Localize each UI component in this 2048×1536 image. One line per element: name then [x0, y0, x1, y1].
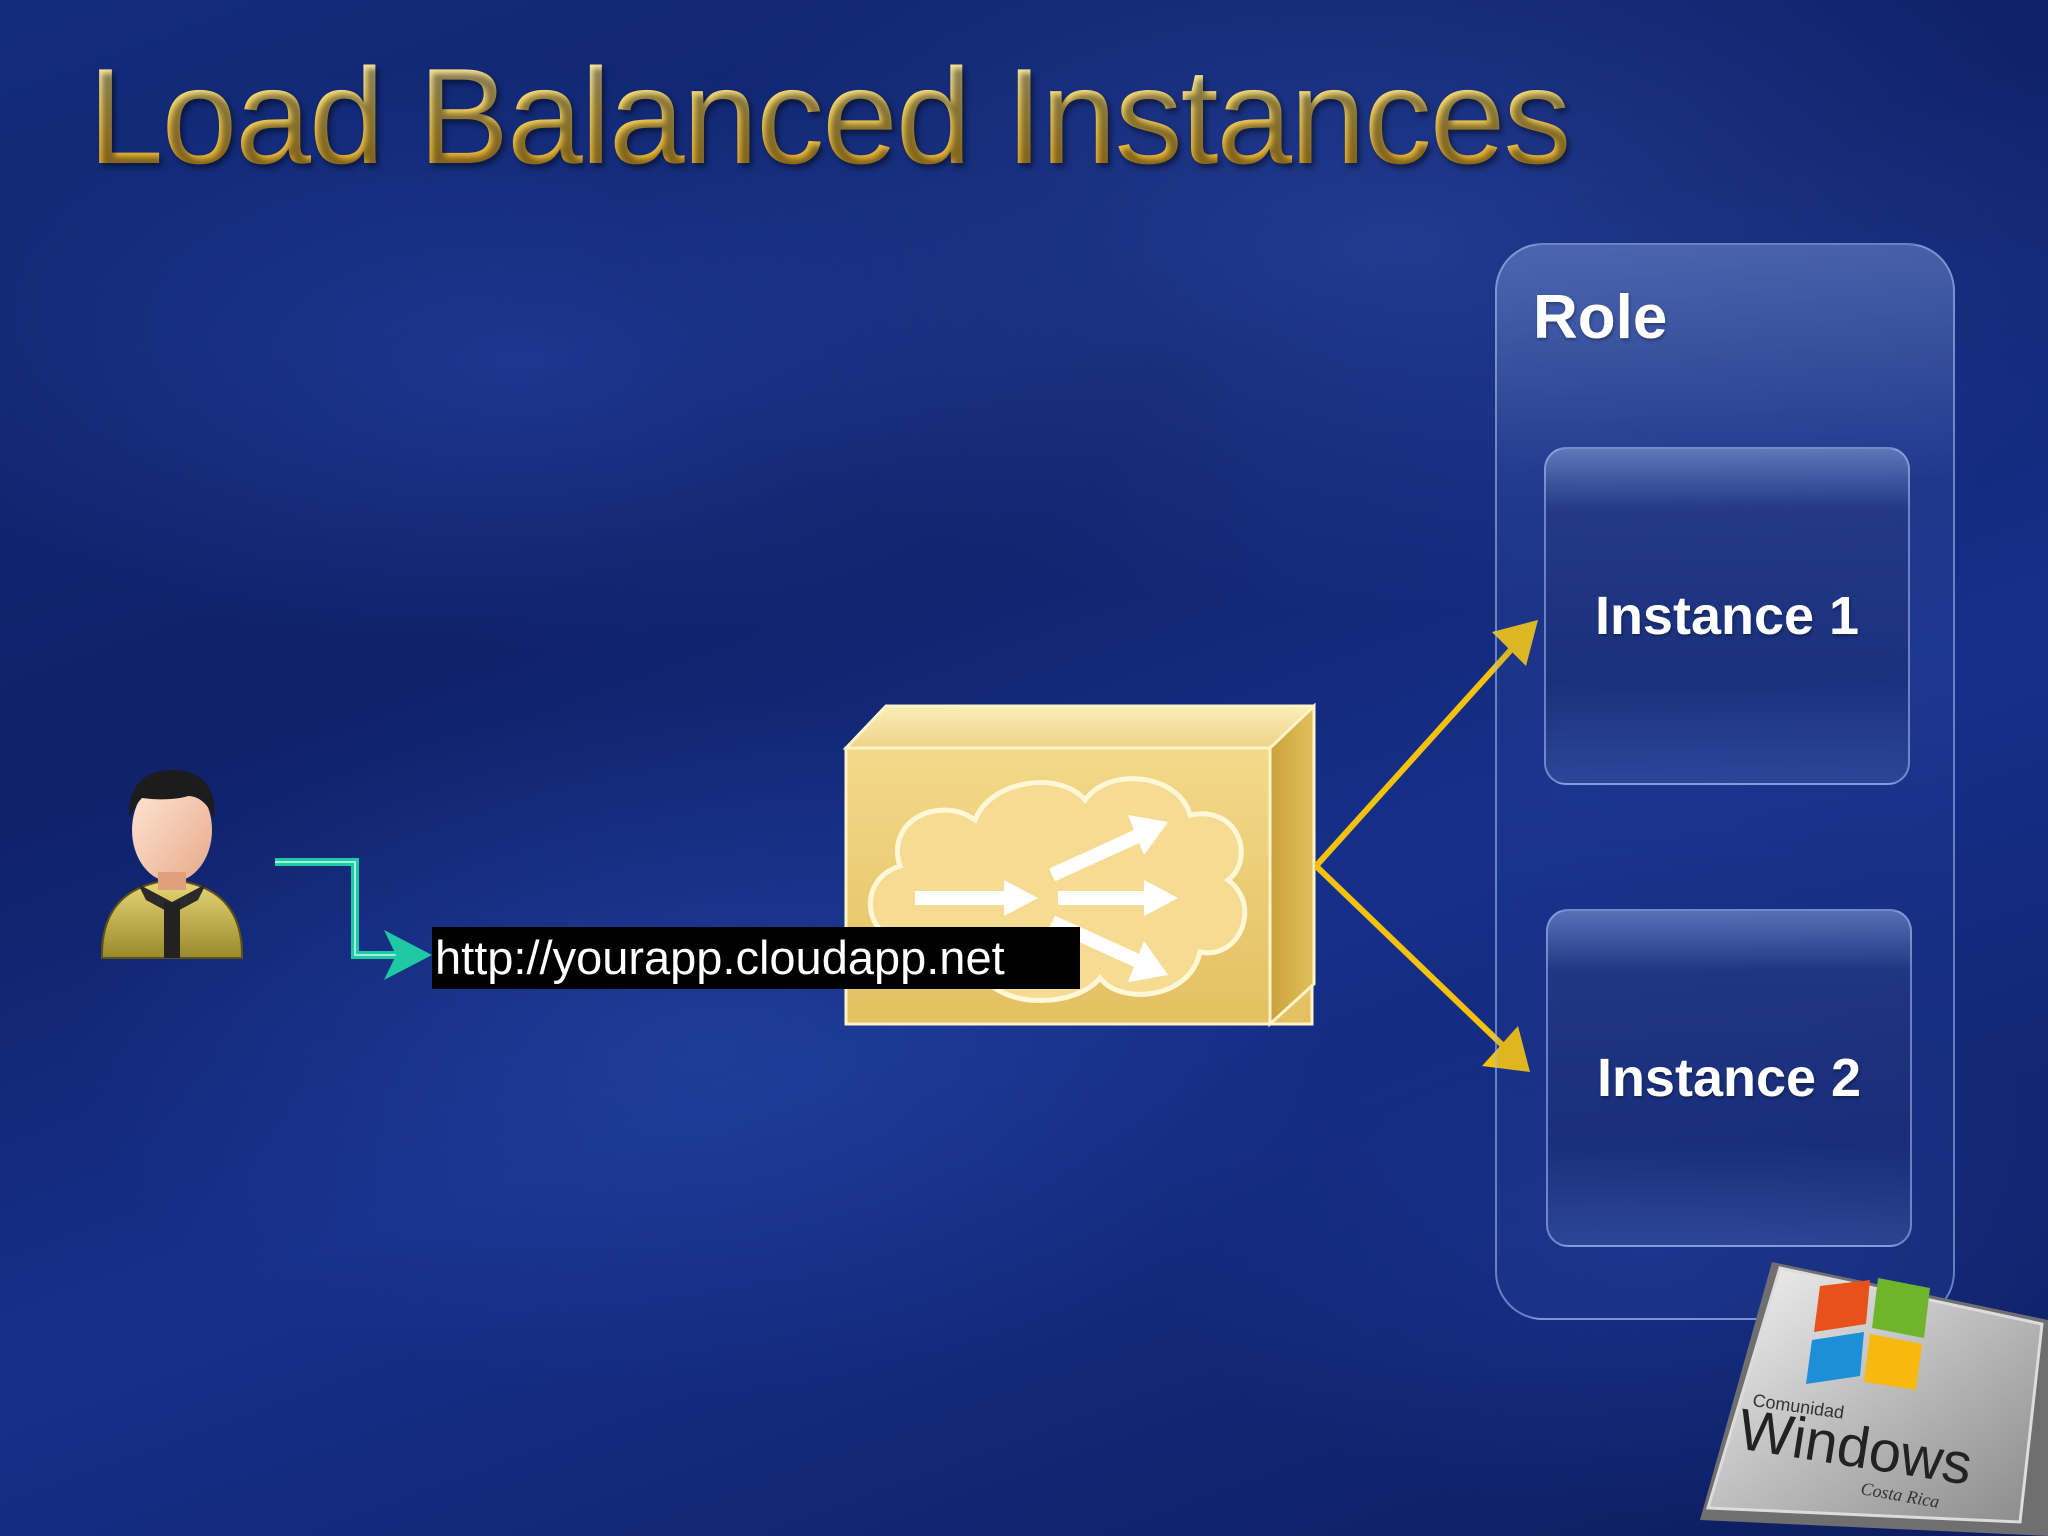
instance-label-1: Instance 1 [1594, 586, 1860, 646]
instance-box-1: Instance 1 [1544, 447, 1910, 785]
role-label: Role [1533, 283, 1668, 352]
windows-logo-icon: Comunidad Windows Costa Rica [1700, 1262, 2048, 1536]
user-icon [101, 770, 243, 959]
instance-box-2: Instance 2 [1546, 909, 1912, 1247]
balancer-arrows [1313, 620, 1538, 1072]
instance-label-2: Instance 2 [1596, 1048, 1862, 1108]
app-url-label: http://yourapp.cloudapp.net [432, 927, 1080, 989]
slide-title: Load Balanced Instances [88, 40, 1571, 192]
request-arrow [275, 858, 432, 980]
